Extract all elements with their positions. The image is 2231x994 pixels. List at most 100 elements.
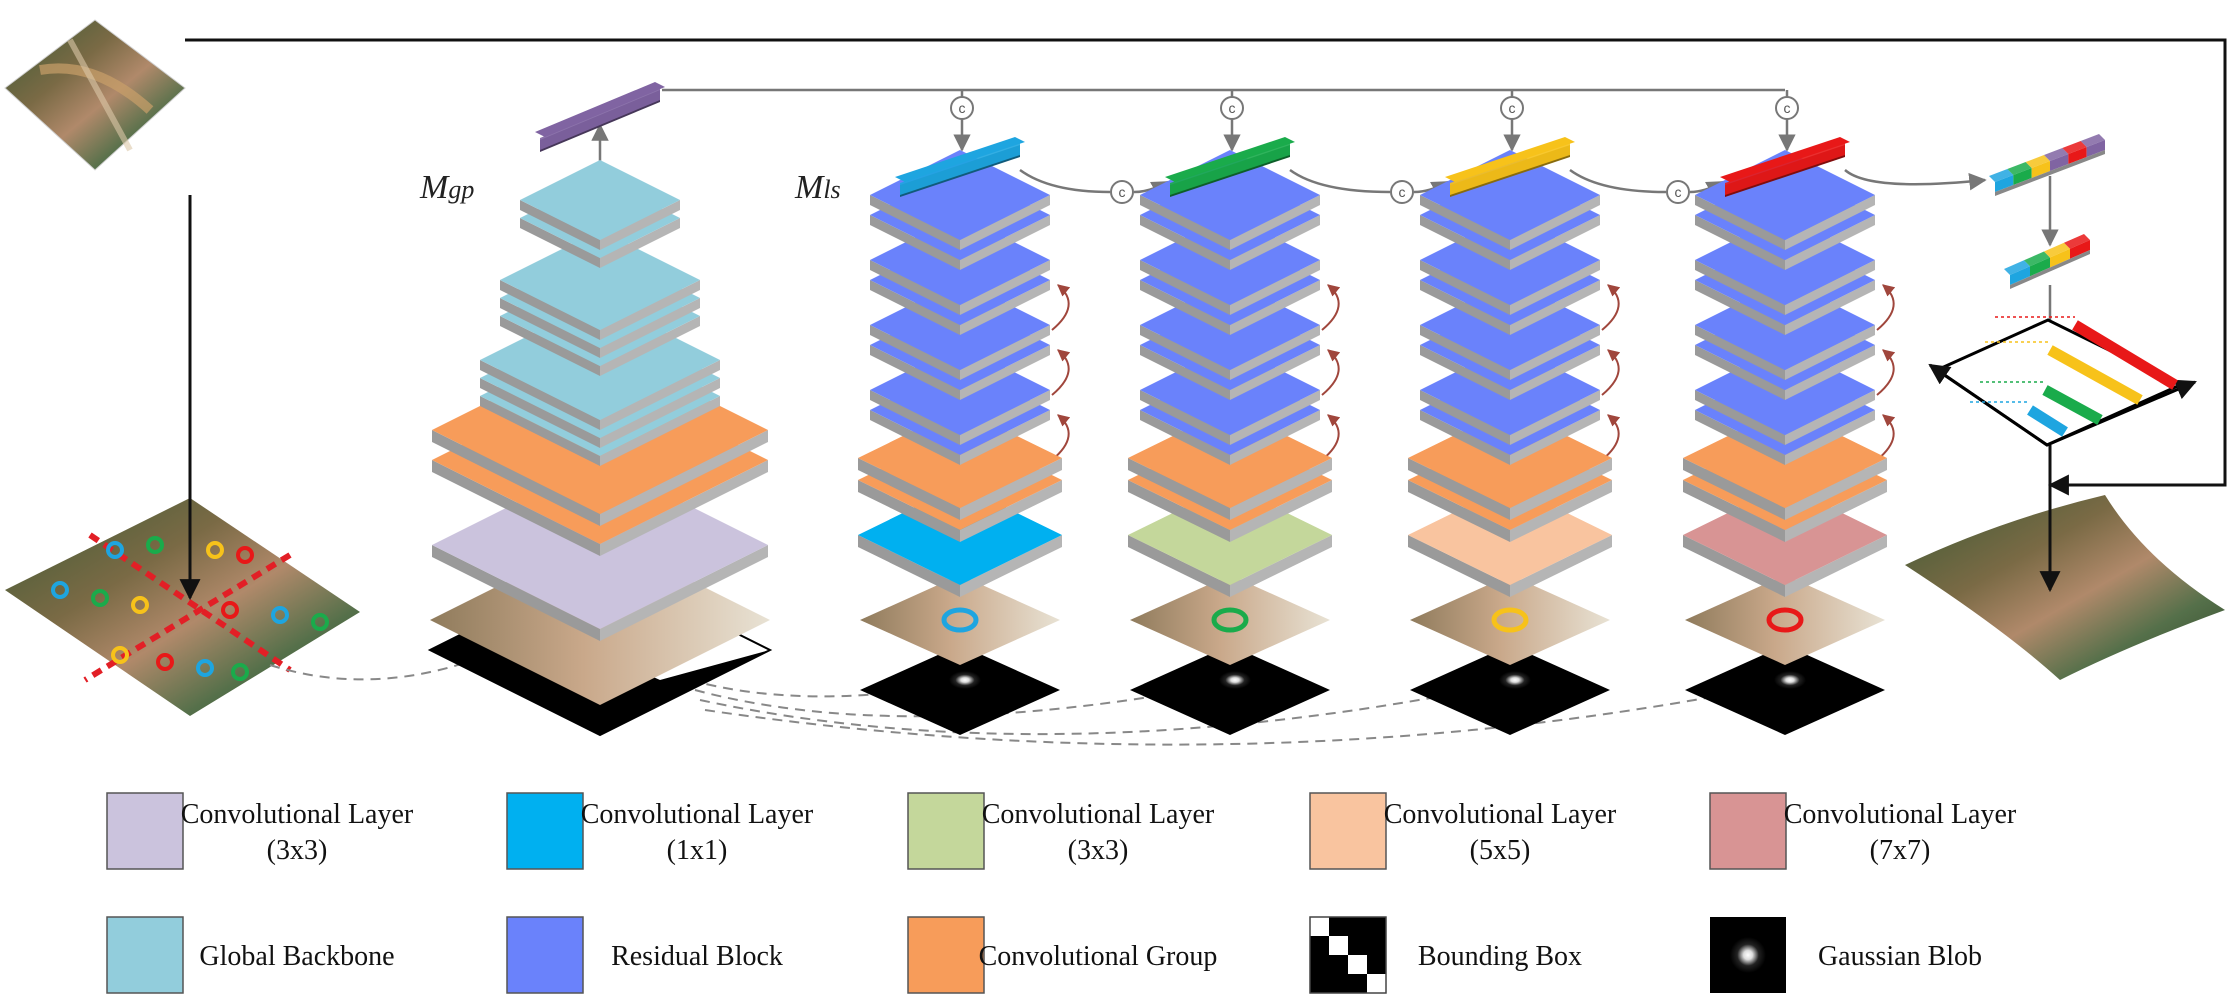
legend-item: Convolutional Group (907, 916, 1218, 994)
patch-dot (196, 659, 214, 677)
legend-label-line1: Convolutional Layer (581, 799, 814, 830)
legend-item: Convolutional Layer(5x5) (1309, 792, 1617, 870)
chain-line (1019, 168, 1111, 194)
score-bar (2072, 320, 2178, 390)
legend-swatch (106, 916, 184, 994)
local-feature-bar (895, 137, 1025, 197)
patch-dot (146, 536, 164, 554)
local-branch-1 (858, 150, 1062, 735)
legend-item: Bounding Box (1309, 916, 1582, 994)
local-branch-2 (1128, 150, 1332, 735)
residual-skip-arrow (1876, 349, 1896, 396)
output-image (1905, 495, 2225, 680)
concat-top: c (1220, 96, 1244, 120)
local-ring (941, 607, 979, 633)
svg-text:c: c (1399, 184, 1406, 200)
residual-skip-arrow (1601, 284, 1621, 331)
legend-label: Residual Block (611, 941, 783, 972)
legend-label-line2: (1x1) (667, 835, 728, 866)
svg-text:c: c (1509, 100, 1516, 116)
gaussian-blob (1499, 671, 1531, 689)
patch-dot (131, 596, 149, 614)
local-branch-4 (1683, 150, 1887, 735)
residual-skip-arrow (1051, 284, 1071, 331)
patch-dot (106, 541, 124, 559)
chain-line (1569, 168, 1667, 194)
residual-skip-arrow (1601, 414, 1621, 461)
legend-label-line1: Convolutional Layer (1784, 799, 2017, 830)
combined-arrow (1844, 169, 1987, 191)
global-backbone-layer (520, 160, 680, 250)
layer-stacks (427, 150, 1887, 737)
legend-item: Global Backbone (106, 916, 395, 994)
reduced-feature-bar (2004, 234, 2090, 289)
residual-skip-arrow (1876, 284, 1896, 331)
combined-feature-bar (1989, 134, 2105, 196)
score-bar (2027, 405, 2068, 437)
score-bar (2042, 385, 2103, 425)
residual-skip-arrow (1051, 349, 1071, 396)
concat-chain: c (1110, 180, 1134, 204)
local-photo-patch (1410, 575, 1610, 665)
gaussian-blob (1774, 671, 1806, 689)
legend: Convolutional Layer(3x3)Convolutional La… (106, 792, 2017, 994)
patch-dot (206, 541, 224, 559)
patch-dot (231, 663, 249, 681)
legend-label-line2: (3x3) (1068, 835, 1129, 866)
concat-top: c (950, 96, 974, 120)
legend-label: Global Backbone (199, 941, 394, 972)
legend-swatch (506, 792, 584, 870)
legend-label-line1: Convolutional Layer (982, 799, 1215, 830)
concat-top: c (1500, 96, 1524, 120)
legend-label-line1: Convolutional Layer (1384, 799, 1617, 830)
local-feature-bar (1165, 137, 1295, 197)
patch-dot (271, 606, 289, 624)
gaussian-blob-plane (1130, 645, 1330, 735)
mgp-label: Mgp (419, 169, 474, 206)
local-photo-patch (860, 575, 1060, 665)
legend-swatch (907, 916, 985, 994)
legend-swatch (907, 792, 985, 870)
gaussian-blob-plane (1410, 645, 1610, 735)
legend-label: Bounding Box (1418, 941, 1582, 972)
score-axis-right (2046, 379, 2197, 447)
mls-label: Mls (794, 169, 841, 206)
global-feature-bar (535, 82, 665, 152)
legend-swatch (1309, 792, 1387, 870)
local-photo-patch (1685, 575, 1885, 665)
global-to-local4-dashed (704, 680, 1777, 746)
score-axis-left (1928, 363, 2048, 447)
residual-skip-arrow (1876, 414, 1896, 461)
concat-chain: c (1666, 180, 1690, 204)
legend-label: Convolutional Group (979, 941, 1218, 972)
legend-swatch (1709, 792, 1787, 870)
concat-top: c (1775, 96, 1799, 120)
patch-dot (221, 601, 239, 619)
gaussian-blob (949, 671, 981, 689)
legend-label-line1: Convolutional Layer (181, 799, 414, 830)
legend-item: Residual Block (506, 916, 783, 994)
legend-label: Gaussian Blob (1818, 941, 1982, 972)
score-bar (2047, 345, 2143, 405)
patch-dot (111, 646, 129, 664)
residual-skip-arrow (1321, 414, 1341, 461)
svg-text:c: c (1229, 100, 1236, 116)
local-ring (1211, 607, 1249, 633)
gaussian-blob-plane (1685, 645, 1885, 735)
output-score-plane (1928, 316, 2197, 447)
input-image-top (4, 19, 186, 171)
legend-item: Gaussian Blob (1710, 917, 1982, 993)
residual-skip-arrow (1321, 349, 1341, 396)
local-ring (1766, 607, 1804, 633)
local-feature-bar (1720, 137, 1850, 197)
svg-text:c: c (1675, 184, 1682, 200)
global-to-local3-dashed (699, 680, 1502, 736)
global-backbone-layer (500, 230, 700, 340)
patch-grid-image (5, 498, 360, 716)
patch-dot (51, 581, 69, 599)
residual-skip-arrow (1321, 284, 1341, 331)
outer-loop-line (185, 38, 2227, 496)
legend-item: Convolutional Layer (3x3) (907, 792, 1215, 870)
patch-dot (156, 653, 174, 671)
